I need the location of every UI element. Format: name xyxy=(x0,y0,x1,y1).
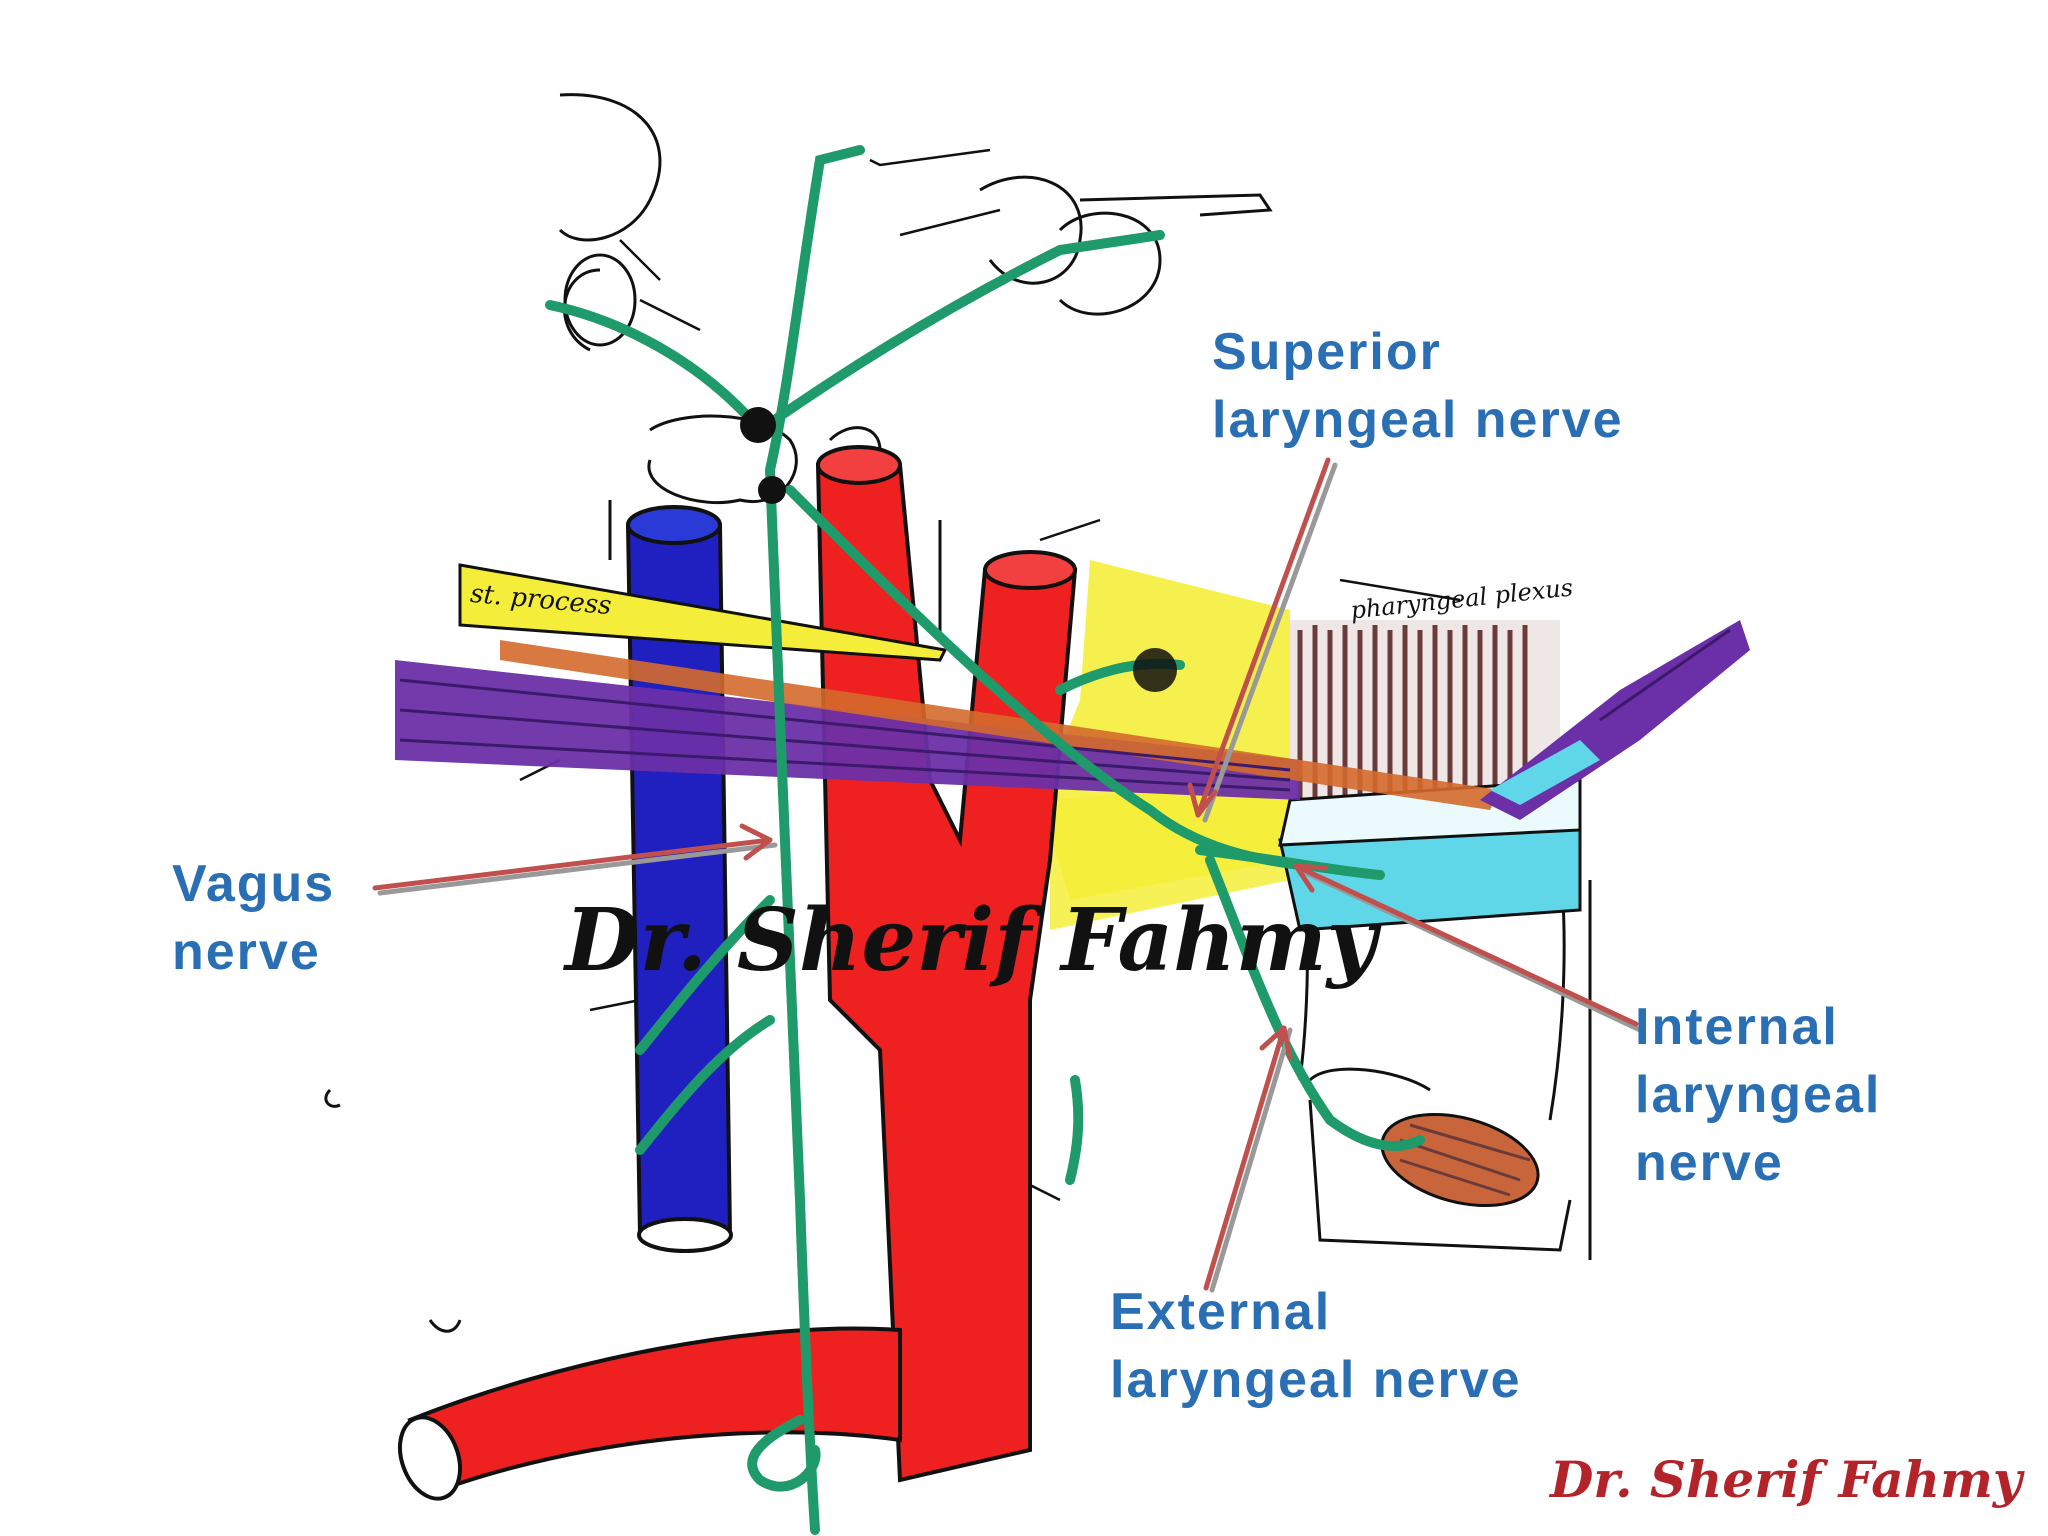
ganglia xyxy=(740,407,1177,692)
vagus-nerve-path xyxy=(765,465,820,1535)
stylohyoid-digastric-muscles xyxy=(395,620,1750,820)
external-laryngeal-nerve-label: External laryngeal nerve xyxy=(1110,1283,1522,1409)
label-pointers xyxy=(372,457,1643,1293)
author-signature: Dr. Sherif Fahmy xyxy=(1550,1450,2022,1509)
background-sketch xyxy=(324,93,1592,1333)
cricothyroid-muscle xyxy=(1380,1112,1540,1208)
styloid-process xyxy=(458,563,948,662)
nerves xyxy=(545,145,1425,1535)
external-laryngeal-nerve-path xyxy=(1205,855,1425,1151)
vagus-nerve-label: Vagus nerve xyxy=(172,855,336,981)
pharyngeal-plexus-yellow-area xyxy=(1040,560,1290,930)
watermark-text: Dr. Sherif Fahmy xyxy=(565,890,1377,991)
internal-laryngeal-nerve-label: Internal laryngeal nerve xyxy=(1635,998,1882,1192)
superior-laryngeal-nerve-label: Superior laryngeal nerve xyxy=(1212,323,1624,449)
